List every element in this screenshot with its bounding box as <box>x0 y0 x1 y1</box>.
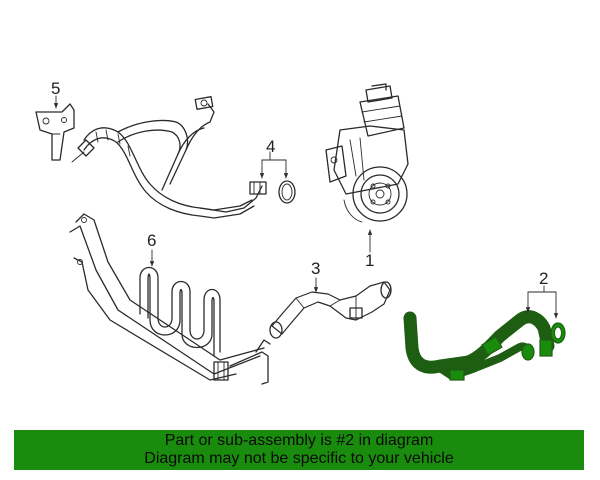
part-4-o-ring <box>278 180 296 204</box>
caption-bar: Part or sub-assembly is #2 in diagram Di… <box>14 430 584 470</box>
part-3-return-hose <box>269 281 392 339</box>
callout-2: 2 <box>539 269 548 288</box>
caption-line-1: Part or sub-assembly is #2 in diagram <box>164 432 434 449</box>
part-4-pressure-hose <box>71 96 267 219</box>
part-1-power-steering-pump <box>325 83 409 223</box>
callout-3: 3 <box>311 259 320 278</box>
callout-5: 5 <box>51 79 60 98</box>
caption-line-2: Diagram may not be specific to your vehi… <box>144 450 454 467</box>
part-2-highlighted-hose <box>403 310 566 381</box>
callout-6: 6 <box>147 231 156 250</box>
part-6-cooler <box>69 213 271 385</box>
callout-1: 1 <box>365 251 374 270</box>
part-5-bracket <box>35 103 75 161</box>
callout-4: 4 <box>266 137 275 156</box>
